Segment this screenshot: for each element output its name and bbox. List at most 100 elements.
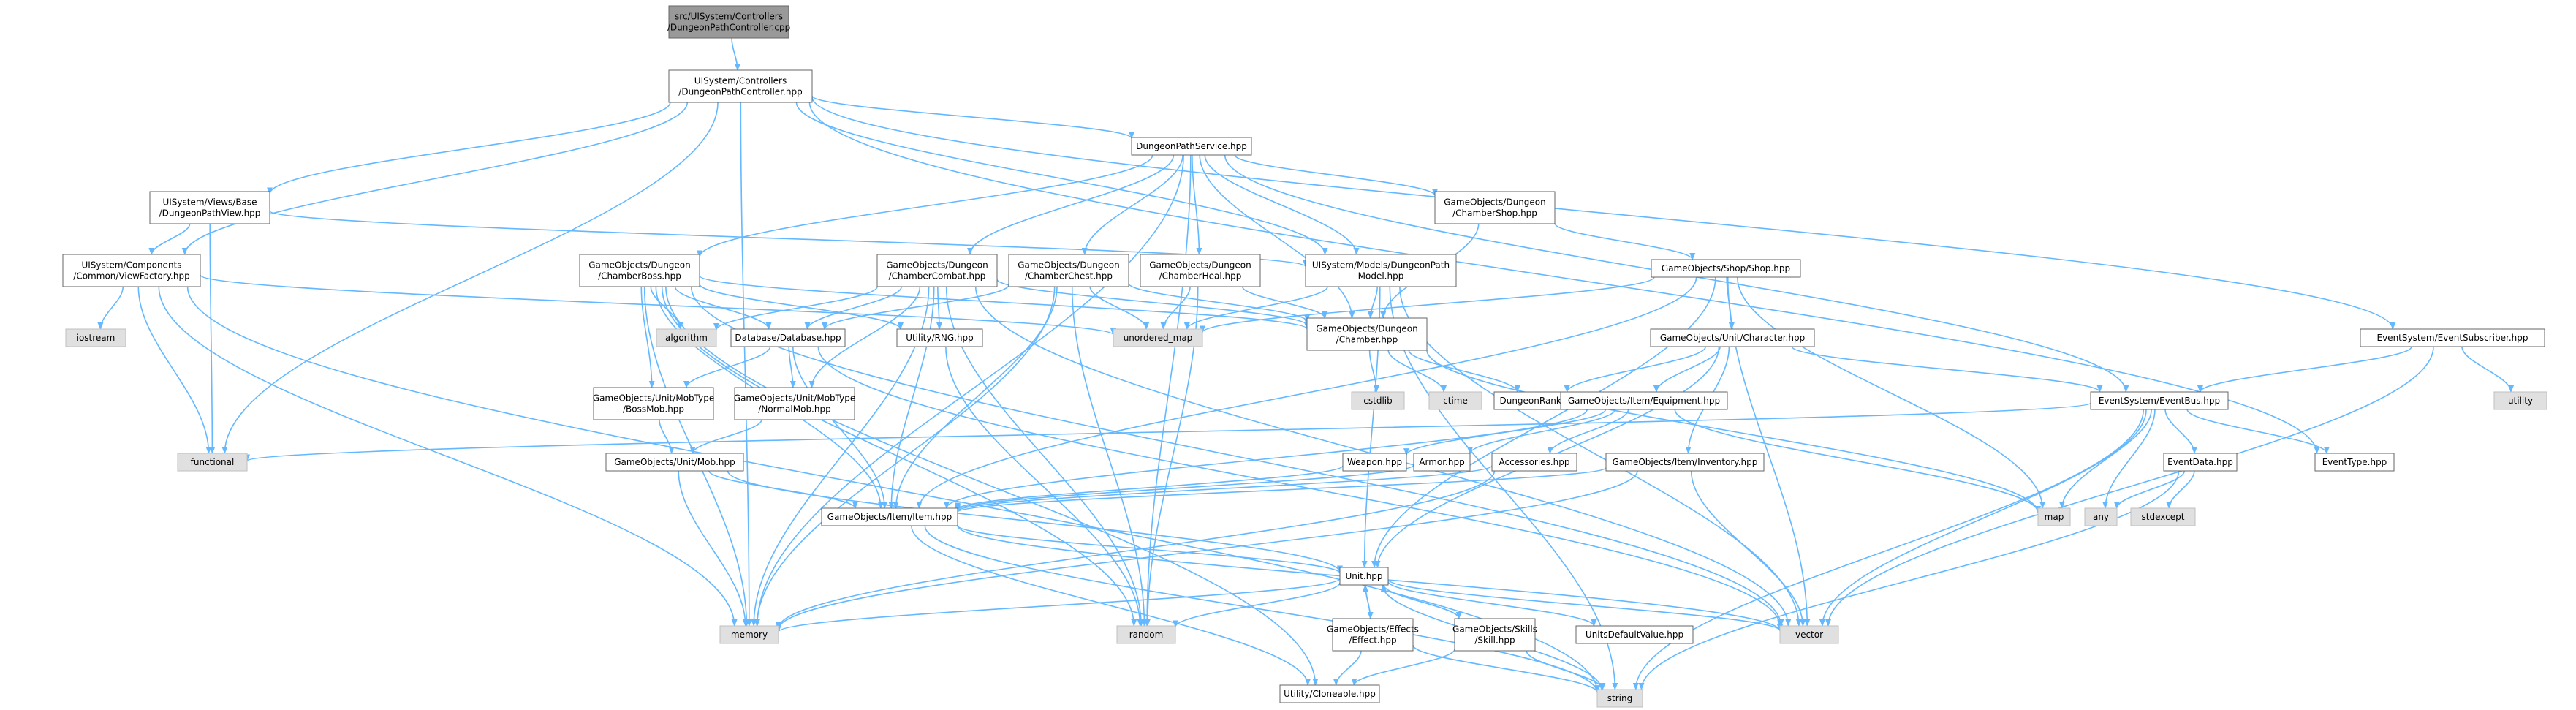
edge-event_data-to-any xyxy=(2113,470,2186,509)
edge-skill-to-string xyxy=(1526,650,1606,690)
node-box xyxy=(1008,254,1129,287)
edge-chamber_chest-to-chamber xyxy=(1128,282,1310,322)
node-boss-mob[interactable]: GameObjects/Unit/MobType/BossMob.hpp xyxy=(593,387,714,420)
node-label: EventSystem/EventSubscriber.hpp xyxy=(2377,333,2528,343)
node-label: EventSystem/EventBus.hpp xyxy=(2099,396,2220,406)
edges-layer xyxy=(97,37,2514,694)
edge-equipment-to-map xyxy=(1674,409,2041,513)
node-label: GameObjects/Dungeon xyxy=(1149,260,1251,271)
edge-chamber_boss-to-database xyxy=(674,286,772,330)
node-box xyxy=(1279,684,1380,703)
node-box xyxy=(734,387,855,420)
node-cpp[interactable]: src/UISystem/Controllers/DungeonPathCont… xyxy=(667,5,790,39)
node-label: map xyxy=(2045,512,2064,522)
node-mob[interactable]: GameObjects/Unit/Mob.hpp xyxy=(605,453,744,472)
edge-view_factory-to-functional xyxy=(137,286,212,454)
edge-unit-to-units_default xyxy=(1387,581,1597,627)
node-item[interactable]: GameObjects/Item/Item.hpp xyxy=(821,507,958,526)
edge-equipment-to-accessories xyxy=(1547,409,1629,454)
node-label: algorithm xyxy=(665,333,708,343)
node-chamber-boss[interactable]: GameObjects/Dungeon/ChamberBoss.hpp xyxy=(579,254,700,287)
node-unit[interactable]: Unit.hpp xyxy=(1339,567,1389,586)
edge-mob-to-item xyxy=(708,470,858,509)
node-event-type[interactable]: EventType.hpp xyxy=(2314,453,2395,472)
edge-mob-to-memory xyxy=(678,470,749,627)
node-chamber-heal[interactable]: GameObjects/Dungeon/ChamberHeal.hpp xyxy=(1140,254,1261,287)
node-cloneable[interactable]: Utility/Cloneable.hpp xyxy=(1279,684,1380,703)
node-box xyxy=(656,328,717,347)
node-shop[interactable]: GameObjects/Shop/Shop.hpp xyxy=(1651,259,1801,278)
node-box xyxy=(719,625,779,644)
edge-skill-to-unit xyxy=(1380,584,1460,619)
node-label: ctime xyxy=(1443,396,1468,406)
node-label: /NormalMob.hpp xyxy=(758,404,830,415)
node-event-subscriber[interactable]: EventSystem/EventSubscriber.hpp xyxy=(2360,328,2545,347)
edge-chamber_heal-to-unordered_map xyxy=(1160,286,1191,330)
edge-controller_hpp-to-service xyxy=(811,95,1134,140)
node-normal-mob[interactable]: GameObjects/Unit/MobType/NormalMob.hpp xyxy=(734,387,855,420)
edge-unit-to-memory xyxy=(776,578,1341,633)
node-event-data[interactable]: EventData.hpp xyxy=(2163,453,2238,472)
node-box xyxy=(1351,391,1405,410)
node-map: map xyxy=(2037,507,2071,526)
edge-service-to-memory xyxy=(754,154,1184,627)
node-stdexcept: stdexcept xyxy=(2130,507,2196,526)
node-box xyxy=(668,69,813,103)
node-weapon[interactable]: Weapon.hpp xyxy=(1342,453,1407,472)
node-armor[interactable]: Armor.hpp xyxy=(1413,453,1471,472)
node-label: /ChamberBoss.hpp xyxy=(598,271,681,282)
node-rng[interactable]: Utility/RNG.hpp xyxy=(896,328,983,347)
node-box xyxy=(1305,254,1457,287)
node-chamber-combat[interactable]: GameObjects/Dungeon/ChamberCombat.hpp xyxy=(876,254,998,287)
node-chamber-chest[interactable]: GameObjects/Dungeon/ChamberChest.hpp xyxy=(1008,254,1129,287)
node-box xyxy=(2084,507,2118,526)
node-box xyxy=(1454,618,1536,652)
node-random: random xyxy=(1116,625,1176,644)
node-event-bus[interactable]: EventSystem/EventBus.hpp xyxy=(2090,391,2229,410)
edge-chamber_chest-to-unordered_map xyxy=(1089,286,1150,330)
node-view-factory[interactable]: UISystem/Components/Common/ViewFactory.h… xyxy=(62,254,201,287)
node-label: Utility/RNG.hpp xyxy=(906,333,974,343)
edge-chamber_chest-to-item xyxy=(893,286,1058,509)
edge-shop-to-item xyxy=(916,276,1697,509)
node-character[interactable]: GameObjects/Unit/Character.hpp xyxy=(1650,328,1815,347)
node-chamber-shop[interactable]: GameObjects/Dungeon/ChamberShop.hpp xyxy=(1434,191,1556,224)
node-view-base[interactable]: UISystem/Views/Base/DungeonPathView.hpp xyxy=(149,191,270,224)
edge-event_subscriber-to-vector xyxy=(1825,346,2434,627)
node-effect[interactable]: GameObjects/Effects/Effect.hpp xyxy=(1327,618,1419,652)
node-label: unordered_map xyxy=(1124,333,1193,343)
edge-event_bus-to-vector xyxy=(1819,409,2147,627)
edge-equipment-to-armor xyxy=(1467,409,1616,455)
node-label: random xyxy=(1129,630,1164,640)
node-any: any xyxy=(2084,507,2118,526)
node-label: /ChamberChest.hpp xyxy=(1025,271,1113,282)
edge-shop-to-unit xyxy=(1371,276,1716,568)
node-box xyxy=(1491,453,1577,472)
node-units-default[interactable]: UnitsDefaultValue.hpp xyxy=(1575,625,1694,644)
node-equipment[interactable]: GameObjects/Item/Equipment.hpp xyxy=(1560,391,1728,410)
node-label: /DungeonPathView.hpp xyxy=(159,208,261,219)
node-box xyxy=(2037,507,2071,526)
edge-inventory-to-item xyxy=(955,467,1607,513)
node-chamber[interactable]: GameObjects/Dungeon/Chamber.hpp xyxy=(1306,317,1428,351)
node-database[interactable]: Database/Database.hpp xyxy=(730,328,846,347)
node-accessories[interactable]: Accessories.hpp xyxy=(1491,453,1577,472)
edge-controller_hpp-to-event_subscriber xyxy=(811,97,2396,330)
edge-chamber-to-dungeon_rank xyxy=(1408,350,1520,393)
edge-controller_hpp-to-functional xyxy=(221,102,719,454)
node-label: GameObjects/Item/Inventory.hpp xyxy=(1613,457,1758,467)
edge-view_base-to-functional xyxy=(209,223,216,454)
node-controller-hpp[interactable]: UISystem/Controllers/DungeonPathControll… xyxy=(668,69,813,103)
node-unordered-map: unordered_map xyxy=(1113,328,1203,347)
edge-inventory-to-vector xyxy=(1690,470,1806,627)
node-box xyxy=(149,191,270,224)
edge-controller_hpp-to-view_base xyxy=(267,102,671,195)
edge-boss_mob-to-mob xyxy=(659,419,675,454)
node-service[interactable]: DungeonPathService.hpp xyxy=(1131,137,1252,156)
node-label: Weapon.hpp xyxy=(1347,457,1402,467)
node-box xyxy=(1596,689,1643,708)
node-inventory[interactable]: GameObjects/Item/Inventory.hpp xyxy=(1605,453,1765,472)
edge-service-to-chamber_heal xyxy=(1192,154,1202,255)
node-skill[interactable]: GameObjects/Skills/Skill.hpp xyxy=(1452,618,1537,652)
